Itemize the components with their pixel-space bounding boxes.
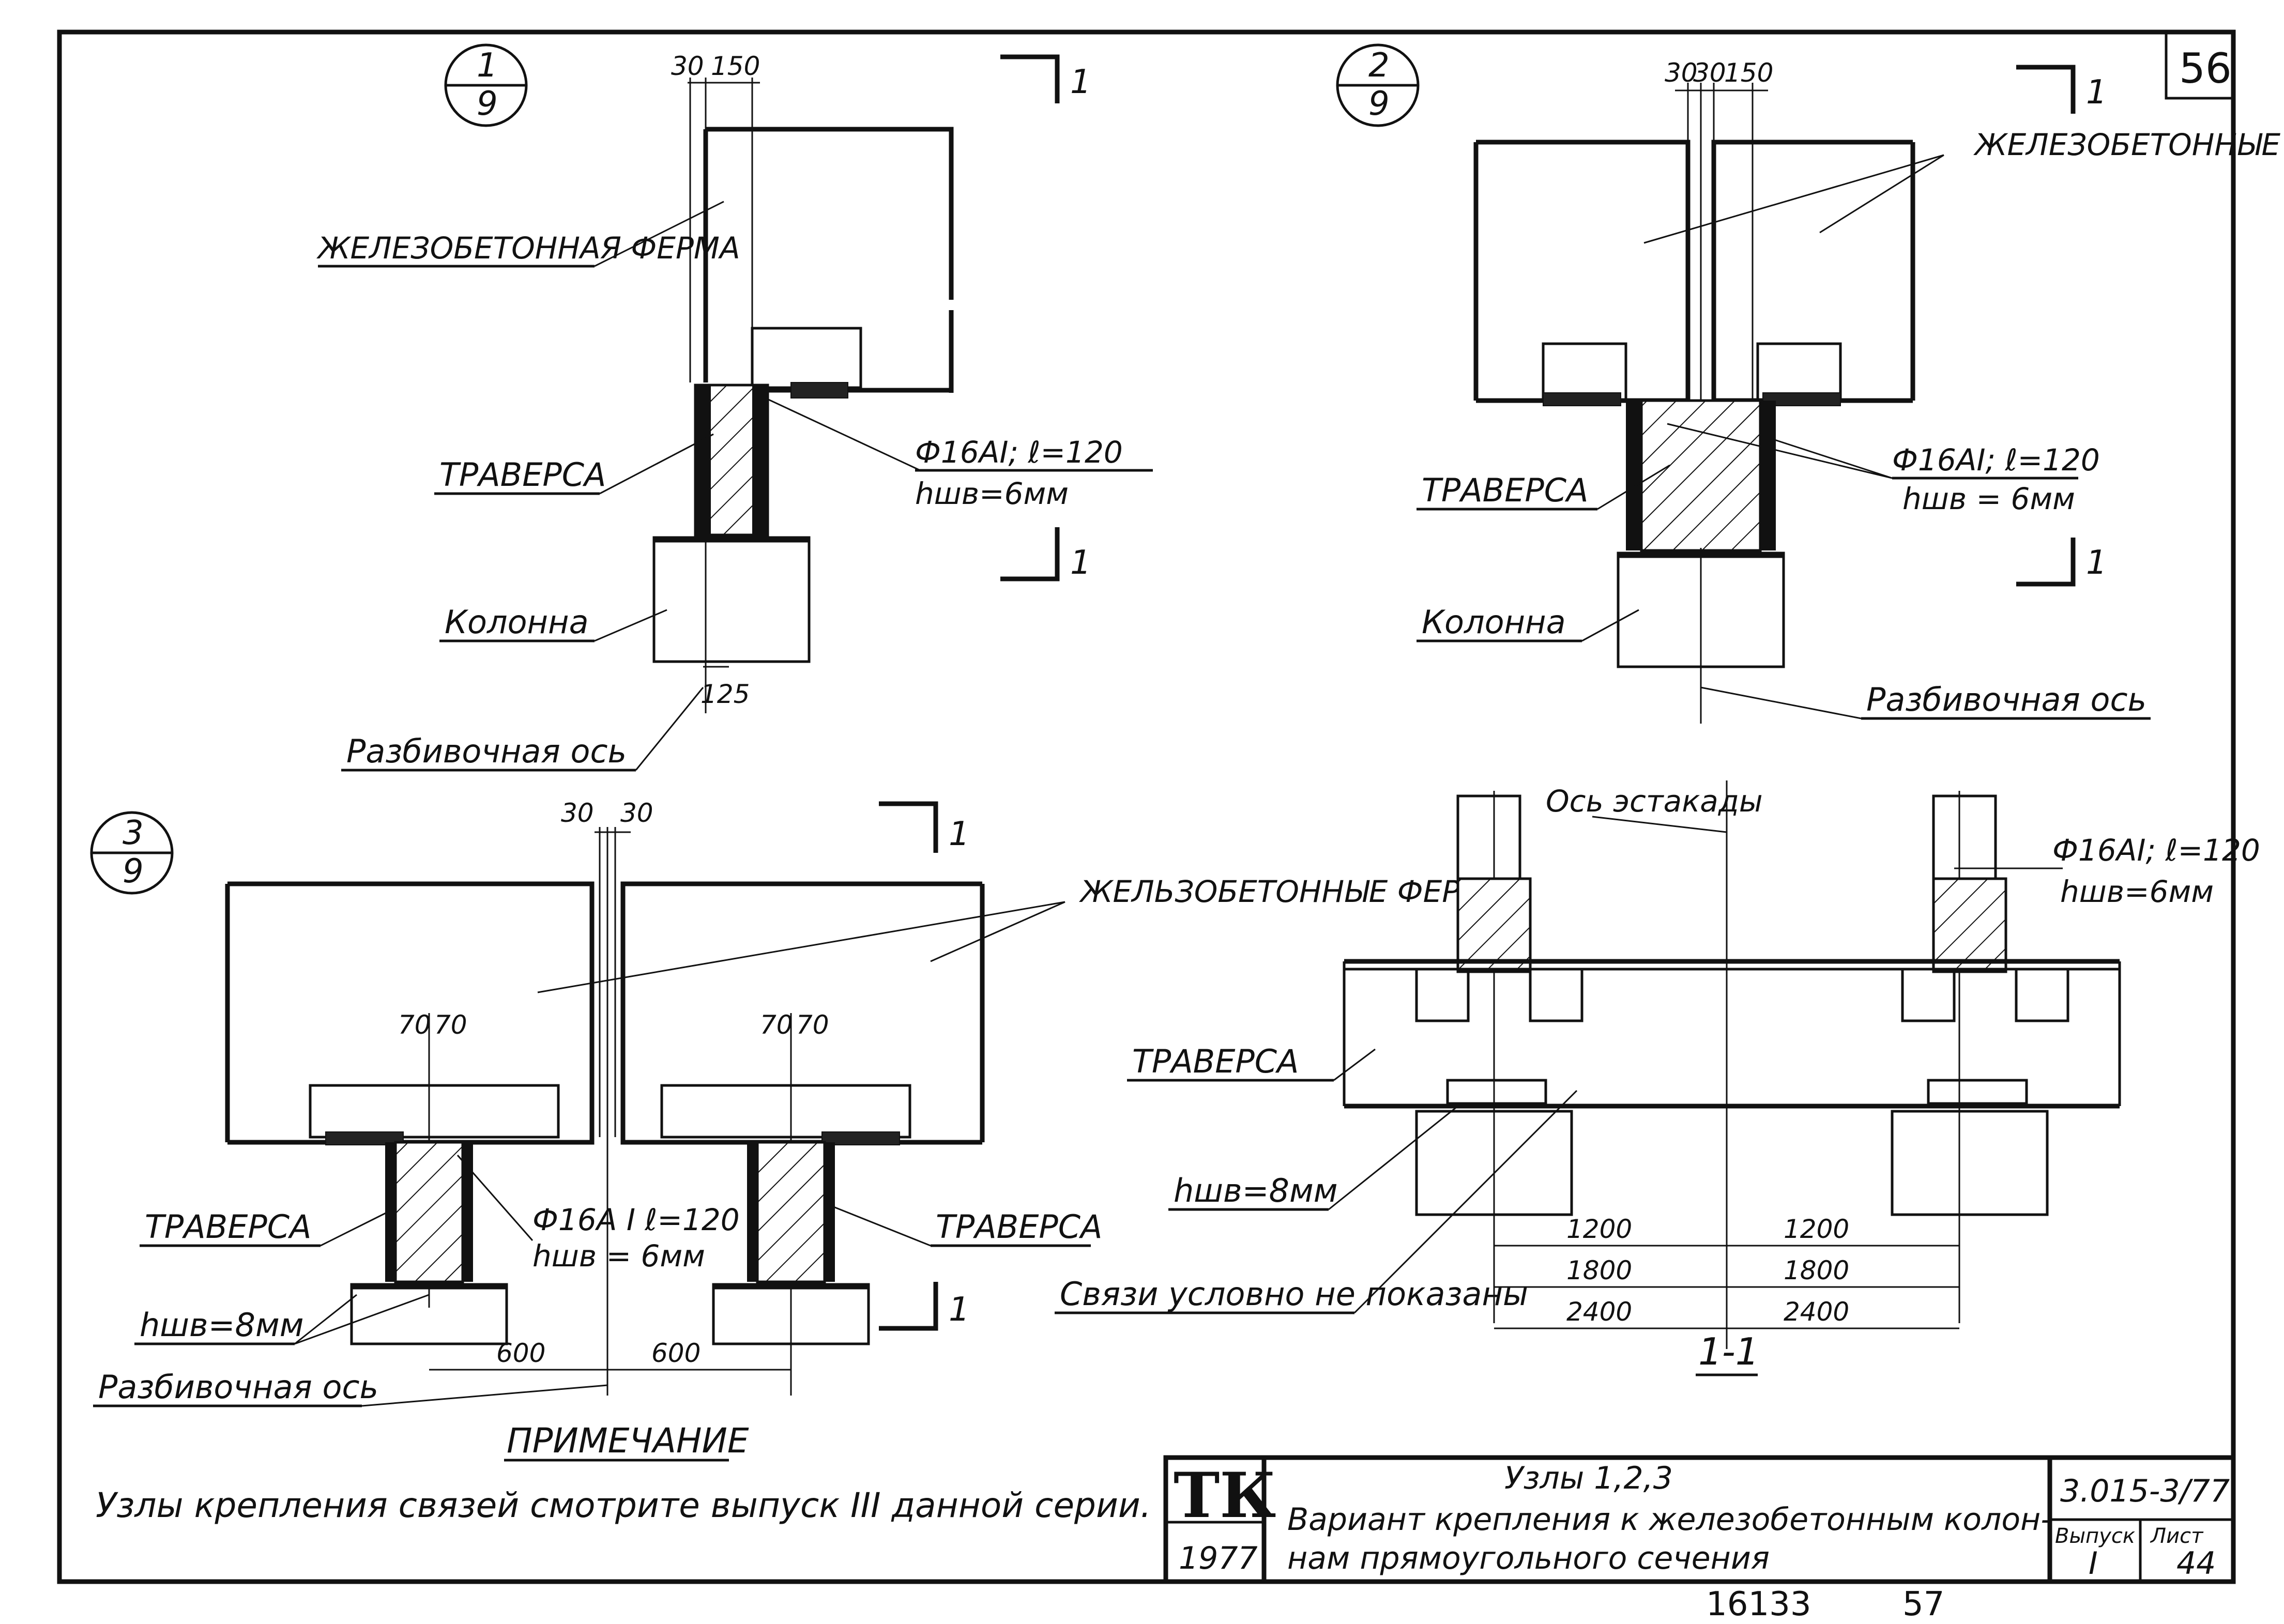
svg-text:600: 600 <box>496 1338 545 1368</box>
node-1-marker: 1 9 <box>444 43 528 127</box>
node-2: 2 9 30 30 150 1 1 ЖЕЛЕЗОБЕТО <box>1336 43 2284 724</box>
svg-text:9: 9 <box>123 852 144 891</box>
sheet-frame <box>57 29 2236 1584</box>
node-2-traverse-label: ТРАВЕРСА <box>1422 471 1588 509</box>
node-3-column-right <box>712 1283 870 1345</box>
title-line-2: Вариант крепления к железобетонным колон… <box>1287 1502 2052 1538</box>
node-2-rebar-label: Ф16АI; ℓ=120 <box>1892 442 2100 478</box>
node-1-truss <box>706 127 954 300</box>
svg-text:1: 1 <box>1070 63 1091 101</box>
year: 1977 <box>1179 1540 1258 1576</box>
node-2-weld-label: hшв = 6мм <box>1902 481 2075 516</box>
node-2-marker: 2 9 <box>1336 43 1420 127</box>
svg-text:150: 150 <box>1724 58 1773 88</box>
svg-text:9: 9 <box>1368 85 1390 123</box>
note-text: Узлы крепления связей смотрите выпуск II… <box>96 1485 1151 1525</box>
node-3-weld8-label: hшв=8мм <box>140 1306 304 1344</box>
node-2-axis-label: Разбивочная ось <box>1866 681 2146 718</box>
footer-right: 57 <box>1902 1585 1944 1623</box>
svg-text:30: 30 <box>1665 58 1698 88</box>
svg-text:1: 1 <box>949 815 970 853</box>
sheet-number: 56 <box>2179 44 2232 93</box>
issue-label: Выпуск <box>2055 1524 2135 1548</box>
svg-text:1200: 1200 <box>1784 1214 1849 1244</box>
node-3-traverse-left <box>394 1141 464 1283</box>
overpass-axis-label: Ось эстакады <box>1546 784 1763 819</box>
sheet-label: Лист <box>2150 1524 2204 1548</box>
svg-text:70: 70 <box>796 1010 829 1040</box>
title-line-1: Узлы 1,2,3 <box>1504 1460 1673 1496</box>
tk-logo: ТК <box>1174 1459 1276 1532</box>
svg-text:30: 30 <box>620 798 653 828</box>
svg-text:1: 1 <box>477 47 498 85</box>
section-rebar-label: Ф16АI; ℓ=120 <box>2052 833 2260 868</box>
node-1-truss-label: ЖЕЛЕЗОБЕТОННАЯ ФЕРМА <box>316 231 740 266</box>
section-title: 1-1 <box>1698 1330 1759 1373</box>
node-3-weld-label: hшв = 6мм <box>532 1238 705 1274</box>
node-2-truss-left <box>1476 140 1691 403</box>
svg-text:2400: 2400 <box>1784 1297 1849 1327</box>
series-code: 3.015-3/77 <box>2060 1473 2230 1509</box>
svg-text:70: 70 <box>398 1010 431 1040</box>
footer-left: 16133 <box>1706 1585 1811 1623</box>
section-traverse-label: ТРАВЕРСА <box>1132 1043 1299 1080</box>
node-3-traverse-right <box>756 1141 826 1283</box>
node-3-column-left <box>350 1283 508 1345</box>
svg-text:150: 150 <box>711 51 760 81</box>
sheet-number-box: 56 <box>2165 32 2233 100</box>
node-2-truss-right <box>1711 140 1913 403</box>
section-weld6-label: hшв=6мм <box>2060 874 2214 909</box>
note: ПРИМЕЧАНИЕ Узлы крепления связей смотрит… <box>96 1421 1151 1525</box>
svg-text:9: 9 <box>477 85 498 123</box>
node-3-traverse-left-label: ТРАВЕРСА <box>145 1208 311 1246</box>
title-block: ТК 1977 Узлы 1,2,3 Вариант крепления к ж… <box>1163 1455 2236 1584</box>
node-3-marker: 3 9 <box>90 811 174 895</box>
node-3-traverse-right-label: ТРАВЕРСА <box>936 1208 1102 1246</box>
node-1-rebar-label: Ф16АI; ℓ=120 <box>915 435 1123 470</box>
sheet-value: 44 <box>2176 1545 2216 1582</box>
svg-text:1800: 1800 <box>1784 1255 1849 1285</box>
svg-text:1: 1 <box>2086 544 2107 582</box>
svg-text:1200: 1200 <box>1566 1214 1632 1244</box>
svg-text:1800: 1800 <box>1566 1255 1632 1285</box>
svg-text:70: 70 <box>760 1010 793 1040</box>
svg-text:30: 30 <box>561 798 594 828</box>
svg-text:1: 1 <box>1070 544 1091 582</box>
node-3-rebar-label: Ф16А I ℓ=120 <box>532 1202 740 1237</box>
ties-not-shown-label: Связи условно не показаны <box>1060 1275 1528 1313</box>
svg-text:30: 30 <box>1693 58 1726 88</box>
svg-text:1: 1 <box>949 1291 970 1329</box>
node-1-traverse-label: ТРАВЕРСА <box>439 456 606 494</box>
svg-text:2400: 2400 <box>1566 1297 1632 1327</box>
node-2-traverse <box>1640 399 1762 552</box>
svg-text:3: 3 <box>123 814 144 852</box>
section-weld8-label: hшв=8мм <box>1174 1172 1338 1209</box>
node-3: 3 9 30 30 70 70 70 70 <box>90 798 1512 1407</box>
svg-text:2: 2 <box>1368 47 1390 85</box>
node-1: 1 9 30 150 125 1 1 ЖЕЛЕ <box>316 43 1153 772</box>
node-1-column-label: Колонна <box>445 603 589 641</box>
svg-text:30: 30 <box>671 51 704 81</box>
title-line-3: нам прямоугольного сечения <box>1287 1540 1770 1576</box>
note-heading: ПРИМЕЧАНИЕ <box>507 1421 749 1461</box>
svg-text:125: 125 <box>701 679 750 709</box>
node-1-axis-label: Разбивочная ось <box>346 732 627 770</box>
node-1-column <box>652 536 811 663</box>
node-3-axis-label: Разбивочная ось <box>98 1368 378 1406</box>
svg-text:70: 70 <box>434 1010 467 1040</box>
node-2-column-label: Колонна <box>1422 603 1566 641</box>
section-1-1: 1200 1200 1800 1800 2400 2400 Ось эстака… <box>1055 780 2260 1376</box>
node-1-weld-label: hшв=6мм <box>915 476 1069 511</box>
node-2-truss-label: ЖЕЛЕЗОБЕТОННЫЕ ФЕРМЫ <box>1973 127 2284 162</box>
svg-text:600: 600 <box>651 1338 701 1368</box>
node-3-truss-label: ЖЕЛЬЗОБЕТОННЫЕ ФЕРМЫ <box>1079 874 1512 909</box>
svg-text:1: 1 <box>2086 73 2107 112</box>
issue-value: I <box>2089 1545 2098 1582</box>
